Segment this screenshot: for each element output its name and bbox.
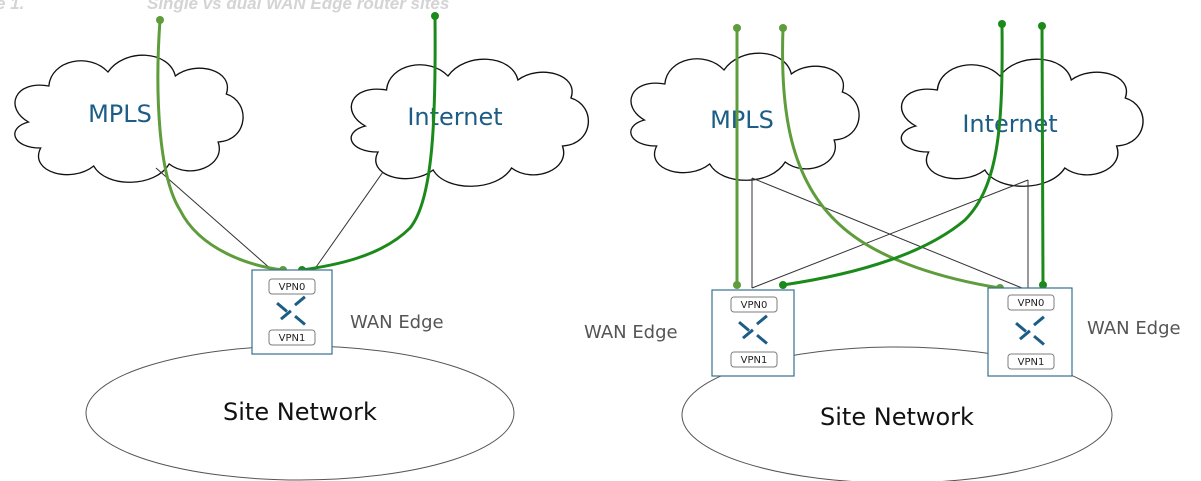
figure-title: Single vs dual WAN Edge router sites bbox=[147, 0, 450, 13]
vpn1-box bbox=[730, 351, 778, 368]
right-wan-edge-router-1: VPN0 VPN1 WAN Edge bbox=[584, 289, 795, 377]
vpn0-box bbox=[730, 296, 778, 313]
internet-tunnel-path bbox=[301, 15, 437, 272]
vpn0-box bbox=[268, 278, 316, 295]
right-wan-edge-router-2: VPN0 VPN1 WAN Edge bbox=[987, 287, 1181, 377]
site-network-label: Site Network bbox=[820, 403, 974, 431]
wan-edge-label: WAN Edge bbox=[584, 322, 678, 343]
vpn0-label: VPN0 bbox=[279, 282, 306, 293]
vpn1-box bbox=[268, 329, 316, 346]
left-site-network: Site Network bbox=[85, 345, 515, 481]
vpn0-label: VPN0 bbox=[741, 300, 768, 311]
tunnel-end-dot bbox=[733, 281, 741, 289]
internet-cloud-label: Internet bbox=[407, 103, 502, 131]
wan-edge-label: WAN Edge bbox=[1087, 318, 1181, 339]
site-network-ellipse bbox=[681, 346, 1113, 481]
internet-link-line bbox=[313, 171, 384, 271]
internet-tunnel-right-router bbox=[1040, 25, 1045, 286]
mpls-cloud-label: MPLS bbox=[88, 100, 152, 128]
tunnel-end-dot bbox=[1039, 281, 1047, 289]
tunnel-start-dot bbox=[998, 20, 1006, 28]
mpls-tunnel-start bbox=[156, 16, 164, 24]
vpn1-label: VPN1 bbox=[741, 355, 768, 366]
vpn1-box bbox=[1007, 353, 1055, 370]
right-cloud-internet: Internet bbox=[900, 58, 1144, 187]
figure-heading: e 1. Single vs dual WAN Edge router site… bbox=[0, 0, 1201, 16]
right-tunnels bbox=[733, 20, 1047, 292]
tunnel-end-dot bbox=[779, 281, 787, 289]
mpls-tunnel-path bbox=[156, 19, 284, 272]
mpls-link-line bbox=[155, 167, 273, 271]
tunnel-start-dot bbox=[779, 24, 787, 32]
mpls-link-right-router bbox=[751, 177, 1023, 289]
left-cloud-internet: Internet bbox=[350, 58, 590, 187]
tunnel-start-dot bbox=[733, 24, 741, 32]
left-cloud-mpls: MPLS bbox=[14, 54, 244, 183]
right-physical-links bbox=[751, 177, 1029, 289]
right-cloud-mpls: MPLS bbox=[630, 52, 860, 181]
right-diagram: Site Network MPLS Internet bbox=[584, 20, 1181, 481]
vpn0-box bbox=[1007, 294, 1055, 311]
vpn1-label: VPN1 bbox=[279, 333, 306, 344]
internet-tunnel-start bbox=[431, 12, 439, 20]
vpn0-label: VPN0 bbox=[1018, 298, 1045, 309]
internet-link-left-router bbox=[751, 179, 1029, 289]
site-network-label: Site Network bbox=[223, 398, 377, 426]
wan-edge-label: WAN Edge bbox=[350, 312, 444, 333]
figure-number: e 1. bbox=[0, 0, 25, 13]
internet-tunnel-left-router bbox=[782, 23, 1004, 287]
left-physical-links bbox=[155, 167, 384, 271]
mpls-cloud-label: MPLS bbox=[710, 106, 774, 134]
left-wan-edge-router: VPN0 VPN1 WAN Edge bbox=[251, 269, 444, 355]
right-site-network: Site Network bbox=[681, 346, 1113, 481]
tunnel-start-dot bbox=[1038, 22, 1046, 30]
mpls-tunnel-right-router bbox=[781, 27, 1001, 290]
left-diagram: Site Network MPLS Internet VPN0 bbox=[14, 12, 590, 481]
vpn1-label: VPN1 bbox=[1018, 357, 1045, 368]
